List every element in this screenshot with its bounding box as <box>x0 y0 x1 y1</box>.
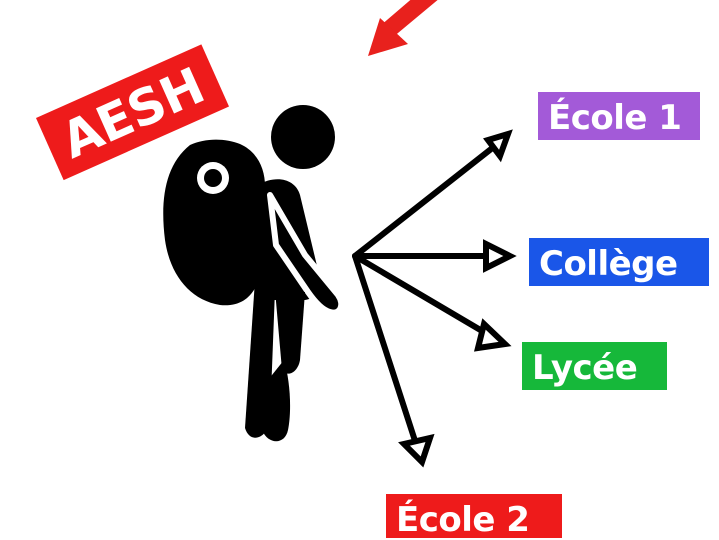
branch-arrows <box>352 139 503 453</box>
arrowhead-ecole1 <box>483 129 513 163</box>
arrow-to-ecole2 <box>352 253 421 453</box>
arrow-to-lycee <box>352 253 497 341</box>
arrowhead-college <box>483 239 517 273</box>
college-label: Collège <box>529 238 709 286</box>
lycee-label: Lycée <box>522 342 667 390</box>
arrow-to-ecole1 <box>352 139 503 259</box>
arrowheads <box>398 129 517 468</box>
arrowhead-lycee <box>474 318 512 352</box>
arrowhead-ecole2 <box>398 433 435 468</box>
hiker-with-backpack-icon <box>163 105 345 442</box>
red-arrow-icon <box>368 0 438 56</box>
ecole1-label: École 1 <box>538 92 700 140</box>
ecole2-label: École 2 <box>386 494 562 538</box>
